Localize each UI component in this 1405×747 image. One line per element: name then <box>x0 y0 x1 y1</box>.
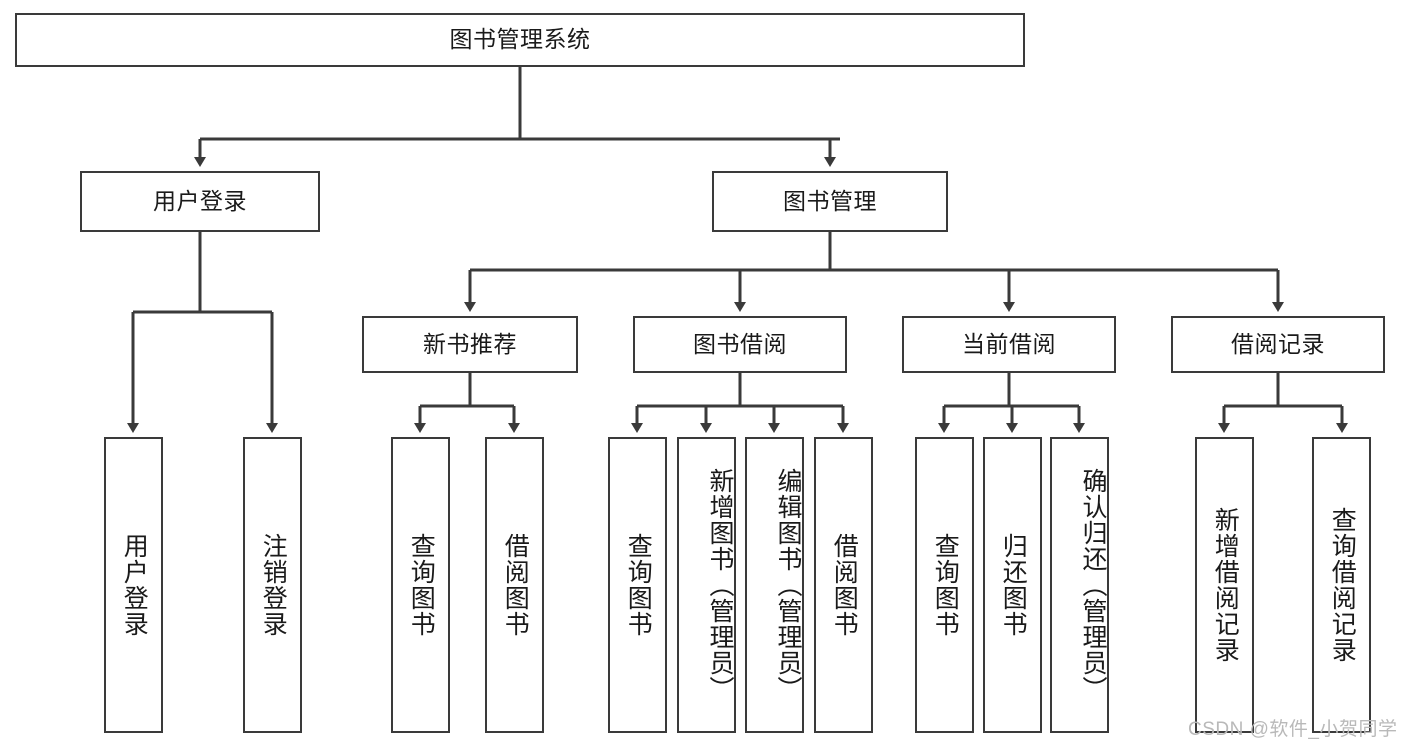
node-leaf-0[interactable]: 用户登录 <box>104 437 163 733</box>
node-level3-0[interactable]: 新书推荐 <box>362 316 578 373</box>
node-leaf-5[interactable]: 新增图书（管理员） <box>677 437 736 733</box>
node-leaf-12[interactable]: 查询借阅记录 <box>1312 437 1371 733</box>
node-level3-1[interactable]: 图书借阅 <box>633 316 847 373</box>
node-leaf-7[interactable]: 借阅图书 <box>814 437 873 733</box>
node-leaf-6[interactable]: 编辑图书（管理员） <box>745 437 804 733</box>
node-level2-1[interactable]: 图书管理 <box>712 171 948 232</box>
node-leaf-2[interactable]: 查询图书 <box>391 437 450 733</box>
watermark-text: CSDN @软件_小贺同学 <box>1188 719 1398 740</box>
node-leaf-10[interactable]: 确认归还（管理员） <box>1050 437 1109 733</box>
node-leaf-3[interactable]: 借阅图书 <box>485 437 544 733</box>
node-leaf-11[interactable]: 新增借阅记录 <box>1195 437 1254 733</box>
node-level2-0[interactable]: 用户登录 <box>80 171 320 232</box>
node-root[interactable]: 图书管理系统 <box>15 13 1025 67</box>
node-level3-2[interactable]: 当前借阅 <box>902 316 1116 373</box>
node-leaf-4[interactable]: 查询图书 <box>608 437 667 733</box>
node-level3-3[interactable]: 借阅记录 <box>1171 316 1385 373</box>
node-leaf-1[interactable]: 注销登录 <box>243 437 302 733</box>
node-leaf-9[interactable]: 归还图书 <box>983 437 1042 733</box>
node-leaf-8[interactable]: 查询图书 <box>915 437 974 733</box>
